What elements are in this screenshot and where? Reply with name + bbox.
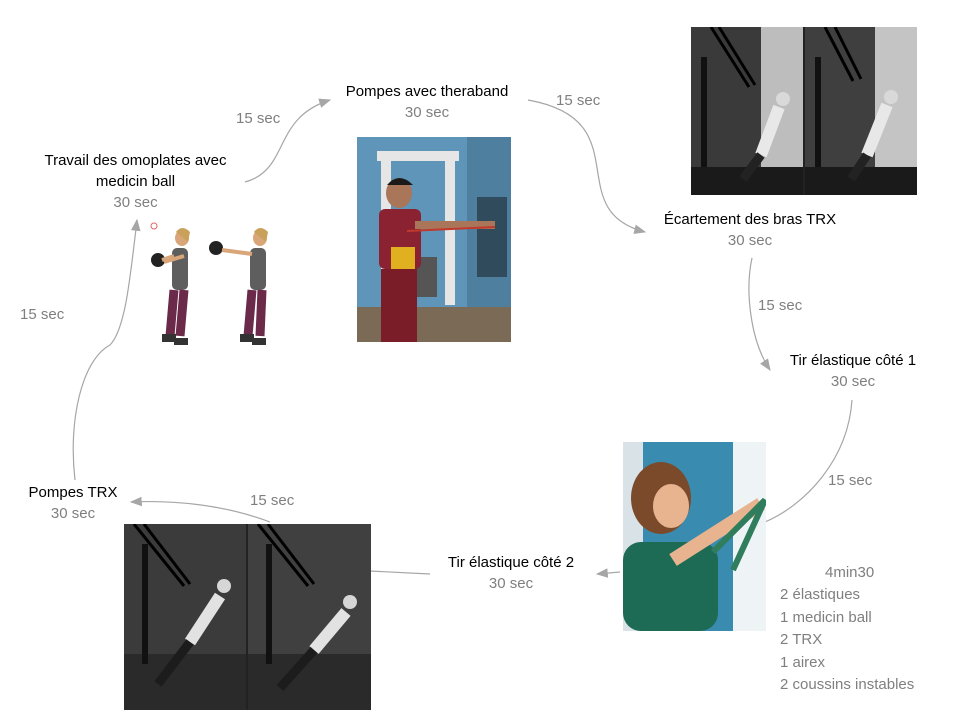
arrow-theraband-to-ecartement	[527, 99, 647, 234]
arrow-photo-to-tir2	[595, 568, 621, 578]
station-ecartement: Écartement des bras TRX 30 sec	[640, 209, 860, 251]
station-name: Tir élastique côté 2	[447, 554, 575, 571]
station-name: Travail des omoplates avec medicin ball	[44, 152, 227, 190]
station-name: Pompes TRX	[28, 484, 118, 501]
arrow-pompes-trx-to-omoplates	[72, 218, 141, 481]
rest-label: 15 sec	[556, 92, 601, 109]
equipment-item: 1 airex	[780, 653, 826, 671]
rest-label: 15 sec	[20, 306, 65, 323]
arrow-ecartement-to-tir1	[748, 257, 771, 371]
station-name: Tir élastique côté 1	[789, 352, 917, 369]
station-duration: 30 sec	[50, 505, 96, 522]
photo-trx-pompes	[124, 524, 371, 710]
arrow-to-pompes-trx	[129, 496, 271, 523]
station-duration: 30 sec	[113, 194, 158, 211]
figure-woman-2	[209, 228, 268, 345]
photo-tir-elastique	[623, 442, 766, 631]
equipment-item: 2 TRX	[780, 631, 823, 649]
equipment-item: 2 élastiques	[780, 586, 861, 604]
rest-label: 15 sec	[828, 472, 873, 489]
photo-medicin-ball	[140, 218, 280, 358]
station-tir-2: Tir élastique côté 2 30 sec	[425, 552, 597, 594]
station-name: Écartement des bras TRX	[663, 211, 837, 228]
arrow-omoplates-to-theraband	[244, 98, 332, 183]
station-theraband: Pompes avec theraband 30 sec	[318, 81, 536, 123]
station-duration: 30 sec	[830, 373, 876, 390]
station-tir-1: Tir élastique côté 1 30 sec	[768, 350, 938, 392]
total-duration: 4min30	[825, 564, 875, 581]
figure-woman-1	[151, 228, 190, 345]
photo-trx-ecartement	[691, 27, 917, 195]
rest-label: 15 sec	[758, 297, 803, 314]
rest-label: 15 sec	[236, 110, 281, 127]
arrow-tir1-to-tir2	[764, 399, 853, 523]
station-duration: 30 sec	[404, 104, 450, 121]
arrow-tir2-to-pompes-trx	[369, 570, 431, 575]
station-name: Pompes avec theraband	[345, 83, 509, 100]
station-duration: 30 sec	[727, 232, 773, 249]
equipment-item: 2 coussins instables	[780, 676, 915, 694]
photo-theraband	[357, 137, 511, 342]
station-omoplates: Travail des omoplates avec medicin ball …	[18, 150, 253, 213]
rest-label: 15 sec	[250, 492, 295, 509]
equipment-summary: 4min30 2 élastiques 1 medicin ball 2 TRX…	[780, 562, 914, 696]
station-pompes-trx: Pompes TRX 30 sec	[18, 482, 128, 524]
station-duration: 30 sec	[488, 575, 534, 592]
equipment-item: 1 medicin ball	[780, 608, 872, 626]
